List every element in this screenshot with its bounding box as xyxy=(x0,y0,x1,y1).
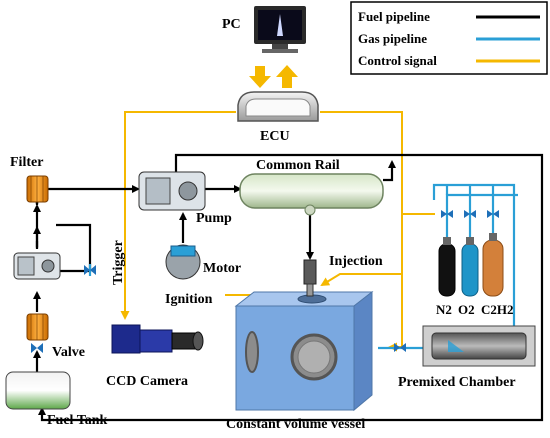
gas-valves xyxy=(31,210,499,353)
flame-icon xyxy=(277,14,283,36)
legend: Fuel pipeline Gas pipeline Control signa… xyxy=(350,1,548,75)
pc-label: PC xyxy=(222,17,241,32)
legend-gas-label: Gas pipeline xyxy=(358,31,427,46)
c2h2-cylinder xyxy=(482,239,504,297)
fuel-return-line xyxy=(38,153,544,422)
filter-lower xyxy=(26,313,49,341)
c2h2-label: C2H2 xyxy=(481,302,514,317)
vessel-side xyxy=(353,290,373,412)
injection-label: Injection xyxy=(329,254,383,269)
gas-cylinders: N2 O2 C2H2 xyxy=(436,233,514,317)
ccd-camera-label: CCD Camera xyxy=(106,374,188,389)
premixed-cylinder xyxy=(431,332,527,360)
o2-cylinder xyxy=(461,243,479,297)
gas-valve-vessel-icon xyxy=(394,343,406,352)
common-rail-label: Common Rail xyxy=(256,158,340,173)
fuel-tank-label: Fuel Tank xyxy=(47,413,108,428)
ignition-label: Ignition xyxy=(165,292,213,307)
filter: Filter xyxy=(10,155,49,203)
fuel-valve-icon xyxy=(31,343,43,353)
pump-label: Pump xyxy=(196,211,232,226)
camera-body xyxy=(111,324,141,354)
o2-label: O2 xyxy=(458,302,475,317)
ccd-camera: CCD Camera xyxy=(106,324,204,389)
feed-pump xyxy=(13,252,61,280)
injector-body xyxy=(303,259,317,285)
filter-lower-body xyxy=(26,313,49,341)
ecu-label: ECU xyxy=(260,129,290,144)
fuel-rail-return xyxy=(383,160,396,182)
fuel-bypass-valve-icon xyxy=(84,265,96,275)
control-line-camera xyxy=(120,111,236,320)
gas-valve-o2-icon xyxy=(464,210,476,218)
common-rail: Common Rail xyxy=(239,158,384,216)
vessel-label: Constant volume vessel xyxy=(226,417,365,432)
filter-label: Filter xyxy=(10,155,43,170)
legend-control-label: Control signal xyxy=(358,53,437,68)
pc-monitor: PC xyxy=(222,6,306,53)
valve-label: Valve xyxy=(52,345,85,360)
n2-label: N2 xyxy=(436,302,452,317)
gas-manifold xyxy=(432,183,516,326)
pump: Pump xyxy=(138,171,232,226)
arrow-down-icon xyxy=(249,66,271,88)
control-line-right xyxy=(320,111,403,340)
camera-lens xyxy=(171,332,197,350)
n2-cylinder xyxy=(438,243,456,297)
vessel-window-side xyxy=(245,331,259,373)
filter-body xyxy=(26,175,49,203)
gas-valve-n2-icon xyxy=(441,210,453,218)
fuel-tank-body xyxy=(5,371,71,410)
fuel-pump-bypass xyxy=(52,223,92,273)
constant-volume-vessel: Constant volume vessel xyxy=(226,290,374,432)
common-rail-body xyxy=(239,173,384,209)
motor: Motor xyxy=(165,244,241,280)
trigger-label: Trigger xyxy=(111,240,126,285)
arrow-up-icon xyxy=(276,65,298,88)
gas-valve-c2h2-icon xyxy=(487,210,499,218)
injector: Injection xyxy=(303,254,383,297)
premixed-chamber: Premixed Chamber xyxy=(398,325,536,390)
motor-label: Motor xyxy=(203,261,241,276)
pc-ecu-arrows xyxy=(249,65,298,88)
control-line-injection xyxy=(320,273,402,287)
ecu: ECU xyxy=(237,91,319,144)
fuel-pipelines xyxy=(33,153,544,422)
gas-n2-line xyxy=(445,193,518,242)
legend-fuel-label: Fuel pipeline xyxy=(358,9,430,24)
premixed-chamber-label: Premixed Chamber xyxy=(398,375,516,390)
fuel-tank: Fuel Tank xyxy=(5,371,108,428)
